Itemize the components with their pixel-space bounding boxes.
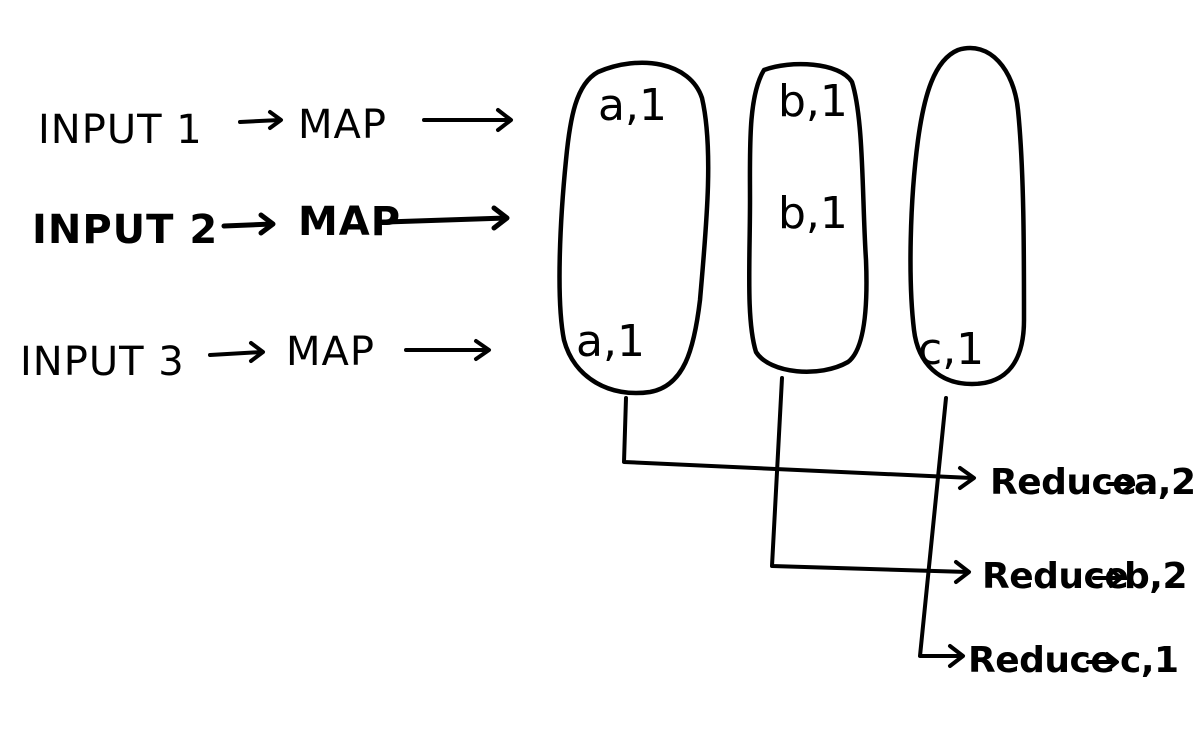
group-b-outline	[746, 61, 869, 374]
input-label: INPUT 1	[38, 107, 203, 153]
arrow-head	[1105, 652, 1119, 672]
pair-b-1: b,1	[778, 76, 848, 127]
pair-c-1: c,1	[918, 324, 984, 375]
arrow-line	[383, 215, 509, 225]
input-label: INPUT 3	[20, 339, 185, 385]
arrow-head	[954, 560, 971, 584]
arrow-head	[958, 466, 976, 490]
pair-a-1: a,1	[598, 80, 667, 131]
reducer-c: Reduce c,1	[968, 640, 1179, 681]
input-row-1: INPUT 1 MAP	[38, 102, 513, 153]
reduce-result: a,2	[1134, 462, 1196, 503]
arrow-head	[948, 644, 965, 668]
map-label: MAP	[298, 199, 401, 245]
connector-a-line	[622, 396, 974, 480]
arrow-head	[1121, 474, 1135, 494]
reduce-result: c,1	[1120, 640, 1179, 681]
arrow-head	[268, 110, 283, 130]
arrow-head	[258, 212, 276, 236]
group-c: c,1	[908, 45, 1027, 387]
connector-b	[770, 376, 971, 584]
input-row-2: INPUT 2 MAP	[32, 199, 510, 253]
reducer-a: Reduce a,2	[990, 462, 1196, 503]
connector-c	[918, 396, 965, 668]
map-label: MAP	[298, 102, 387, 148]
connector-c-line	[918, 396, 964, 658]
arrow-head	[474, 339, 491, 361]
arrow-line	[208, 350, 264, 357]
arrow-head	[1109, 568, 1123, 588]
input-label: INPUT 2	[32, 207, 218, 253]
group-a: a,1 a,1	[557, 60, 711, 396]
connector-a	[622, 396, 976, 490]
input-row-3: INPUT 3 MAP	[20, 329, 491, 385]
connector-b-line	[770, 376, 970, 574]
arrow-head	[496, 108, 513, 132]
group-c-outline	[908, 45, 1027, 387]
arrow-line	[238, 118, 282, 124]
pair-a-2: a,1	[576, 316, 645, 367]
map-label: MAP	[286, 329, 375, 375]
reducer-b: Reduce b,2	[982, 556, 1188, 597]
arrow-line	[221, 221, 275, 229]
pair-b-2: b,1	[778, 188, 848, 239]
arrow-head	[249, 341, 265, 363]
arrow-head	[491, 205, 510, 231]
group-a-outline	[557, 60, 711, 396]
reduce-result: b,2	[1124, 556, 1187, 597]
group-b: b,1 b,1	[746, 61, 869, 374]
